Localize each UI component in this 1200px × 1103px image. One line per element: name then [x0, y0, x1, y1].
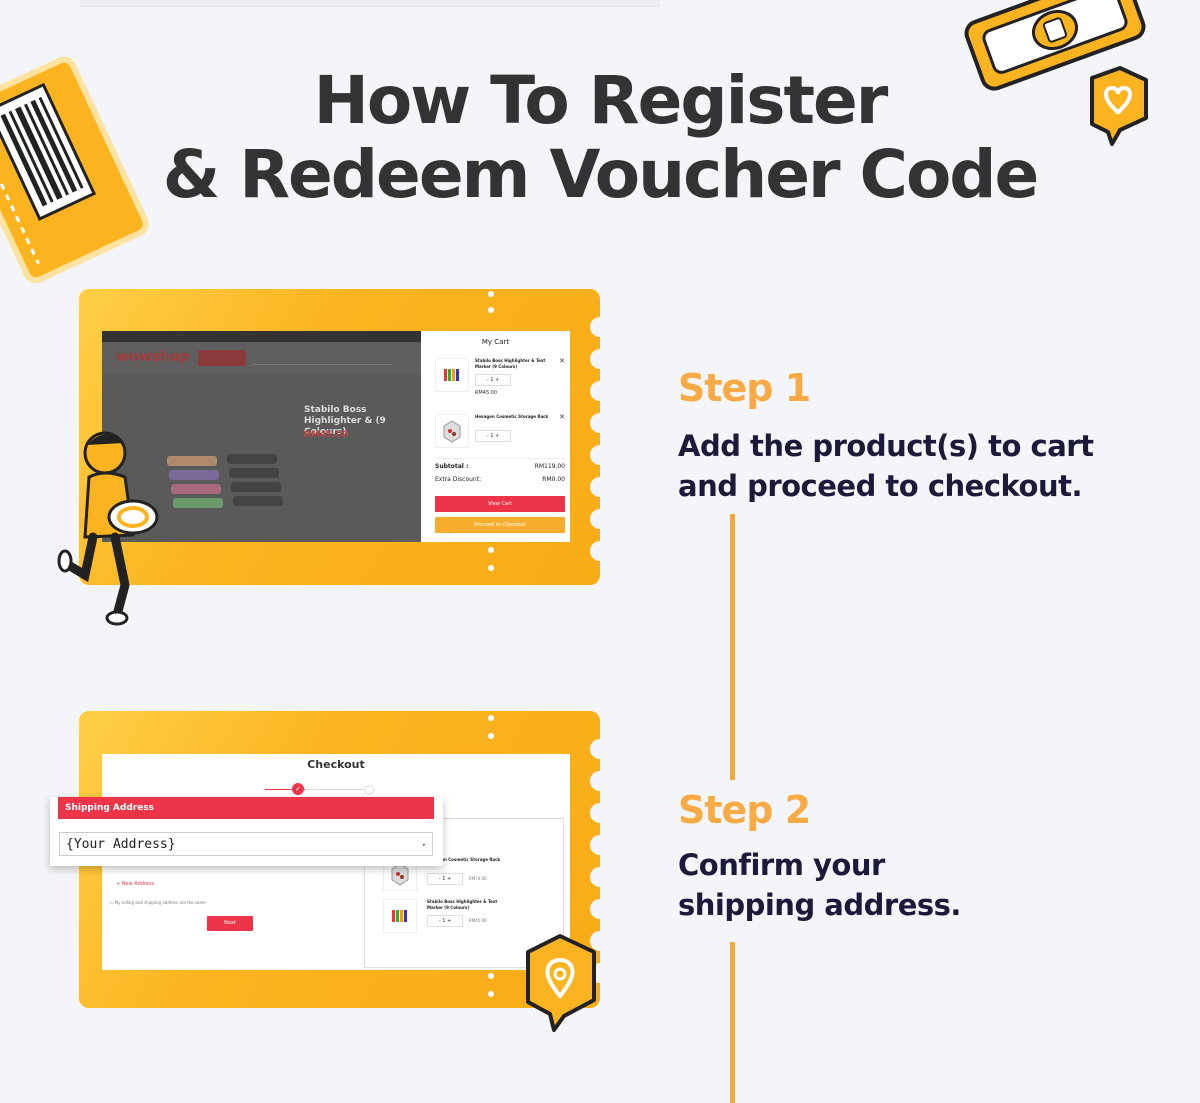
view-cart-button[interactable]: View Cart	[435, 496, 565, 512]
step-connector-line	[730, 942, 735, 1103]
shop-header	[102, 342, 421, 374]
quantity-value: 1	[442, 918, 446, 924]
cart-item: Hexagon Cosmetic Storage Rack ✕ - 1 +	[435, 413, 565, 454]
shipping-address-select[interactable]: {Your Address} ▾	[59, 832, 433, 856]
step1-description-line2: and proceed to checkout.	[678, 469, 1082, 503]
step-connector-line	[730, 514, 735, 780]
delivery-person-illustration	[57, 431, 159, 626]
cart-item-price: RM45.00	[475, 390, 498, 396]
page-title-line1: How To Register	[313, 62, 889, 139]
checkout-progress-fill	[265, 789, 305, 790]
order-item: Hexagon Cosmetic Storage Rack - 1 + RM74…	[383, 857, 563, 893]
cart-item-thumbnail	[435, 358, 469, 392]
subtotal-value: RM119.00	[534, 463, 565, 470]
subtotal-row: Subtotal : RM119.00	[435, 463, 565, 470]
shop-search-input[interactable]	[252, 352, 392, 365]
step1-label: Step 1	[678, 366, 811, 410]
remove-item-icon[interactable]: ✕	[559, 357, 565, 365]
order-summary-panel: Hexagon Cosmetic Storage Rack - 1 + RM74…	[364, 818, 564, 968]
quantity-stepper[interactable]: - 1 +	[427, 915, 463, 927]
checkout-progress-track	[265, 789, 375, 790]
proceed-to-checkout-button[interactable]: Proceed to Checkout	[435, 517, 565, 533]
shipping-address-popup: Shipping Address {Your Address} ▾	[50, 797, 443, 866]
shipping-address-value: {Your Address}	[66, 837, 176, 852]
quantity-value: 1	[442, 876, 446, 882]
location-pin-icon	[526, 934, 596, 1032]
discount-label: Extra Discount:	[435, 476, 482, 483]
top-divider	[80, 0, 660, 7]
cart-drawer: My Cart Stabilo Boss Highlighter & Text …	[421, 331, 570, 542]
product-price: RM45.00	[304, 430, 349, 440]
checkout-title: Checkout	[307, 758, 365, 771]
cart-item-thumbnail	[435, 414, 469, 448]
progress-step-dot	[364, 785, 374, 795]
step2-description-line2: shipping address.	[678, 888, 961, 922]
same-address-checkbox[interactable]: ☐ My billing and shipping address are th…	[110, 900, 206, 905]
product-title: Stabilo Boss Highlighter & (9 Colours)	[304, 405, 386, 437]
quantity-stepper[interactable]: - 1 +	[427, 873, 463, 885]
page-title-line2: & Redeem Voucher Code	[162, 136, 1040, 213]
remove-item-icon[interactable]: ✕	[559, 413, 565, 421]
quantity-value: 1	[490, 433, 494, 439]
product-image	[147, 436, 297, 526]
next-button[interactable]: Next	[207, 916, 253, 931]
step1-description-line1: Add the product(s) to cart	[678, 429, 1094, 463]
voucher-ticket-icon	[0, 56, 149, 284]
cart-title: My Cart	[481, 338, 510, 346]
subtotal-label: Subtotal :	[435, 463, 469, 470]
check-icon: ✓	[292, 783, 304, 795]
order-item-price: RM45.00	[469, 918, 487, 923]
discount-row: Extra Discount: RM0.00	[435, 476, 565, 483]
quantity-stepper[interactable]: - 1 +	[475, 374, 511, 386]
order-item-thumbnail	[383, 899, 417, 933]
quantity-stepper[interactable]: - 1 +	[475, 430, 511, 442]
cart-item-name: Hexagon Cosmetic Storage Rack	[475, 414, 549, 419]
step2-label: Step 2	[678, 788, 811, 832]
shop-logo: wowshop	[116, 349, 190, 365]
order-item-price: RM74.00	[469, 876, 487, 881]
order-item: Stabilo Boss Highlighter & Text Marker (…	[383, 899, 563, 935]
money-ticket-icon	[964, 0, 1146, 91]
discount-value: RM0.00	[542, 476, 565, 483]
cart-item-name: Stabilo Boss Highlighter & Text Marker (…	[475, 358, 546, 369]
shop-topbar	[102, 331, 421, 342]
cart-screenshot: wowshop Stabilo Boss Highlighter & (9 Co…	[102, 331, 570, 542]
shipping-address-header: Shipping Address	[58, 797, 434, 819]
quantity-value: 1	[490, 377, 494, 383]
cart-item: Stabilo Boss Highlighter & Text Marker (…	[435, 357, 565, 398]
order-item-name: Hexagon Cosmetic Storage Rack	[427, 857, 501, 862]
step2-description-line1: Confirm your	[678, 848, 885, 882]
heart-chat-icon	[1090, 66, 1148, 146]
new-address-link[interactable]: + New Address	[116, 881, 155, 887]
category-button[interactable]	[198, 350, 246, 366]
order-item-name: Stabilo Boss Highlighter & Text Marker (…	[427, 899, 498, 910]
chevron-down-icon: ▾	[421, 841, 426, 849]
same-address-label: My billing and shipping address are the …	[114, 900, 206, 905]
